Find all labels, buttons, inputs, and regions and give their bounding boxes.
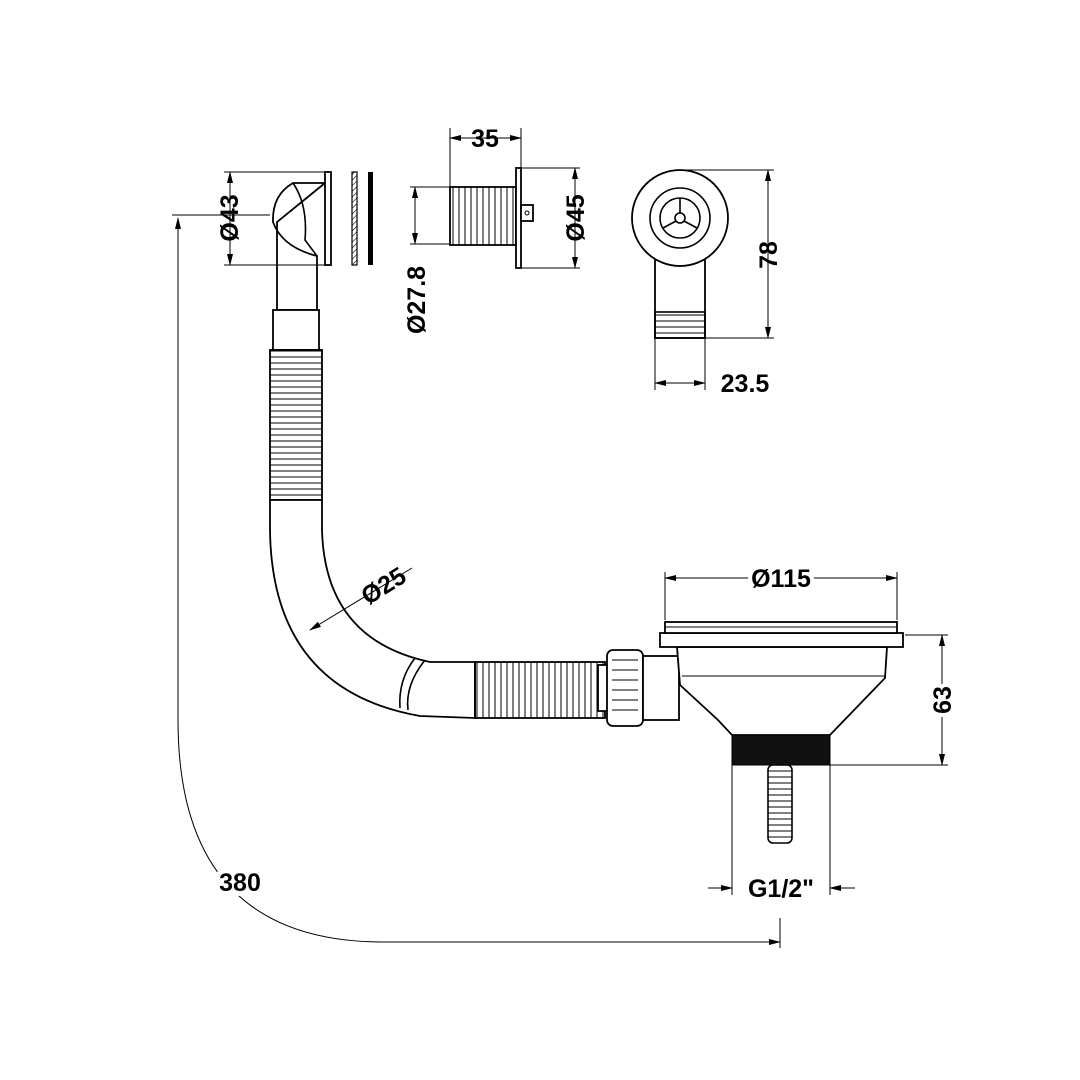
- dim-hose-length: 380: [219, 869, 261, 897]
- dim-basket-depth: 63: [929, 686, 957, 714]
- dim-plug-length: 35: [471, 125, 499, 153]
- overflow-elbow: [272, 171, 332, 351]
- dimension-lines: [172, 128, 948, 948]
- dim-outlet-thread: G1/2": [748, 875, 814, 903]
- basket-strainer: [597, 621, 904, 844]
- dim-basket-diameter: Ø115: [751, 565, 811, 593]
- waste-plug: [449, 167, 534, 269]
- dim-hose-diameter: Ø25: [356, 562, 411, 611]
- dim-plug-thread-diameter: Ø27.8: [403, 266, 431, 334]
- dim-overflow-height: 78: [755, 241, 783, 269]
- flexible-hose: [269, 349, 606, 719]
- dimension-labels: Ø43 35 Ø45 Ø27.8 78 23.5 Ø25 Ø115 63 G1/…: [214, 125, 961, 903]
- overflow-front-view: [631, 169, 729, 339]
- dim-plug-flange-diameter: Ø45: [562, 194, 590, 241]
- washers: [351, 171, 373, 266]
- dim-overflow-outlet-width: 23.5: [721, 370, 770, 398]
- dim-overflow-diameter: Ø43: [216, 194, 244, 241]
